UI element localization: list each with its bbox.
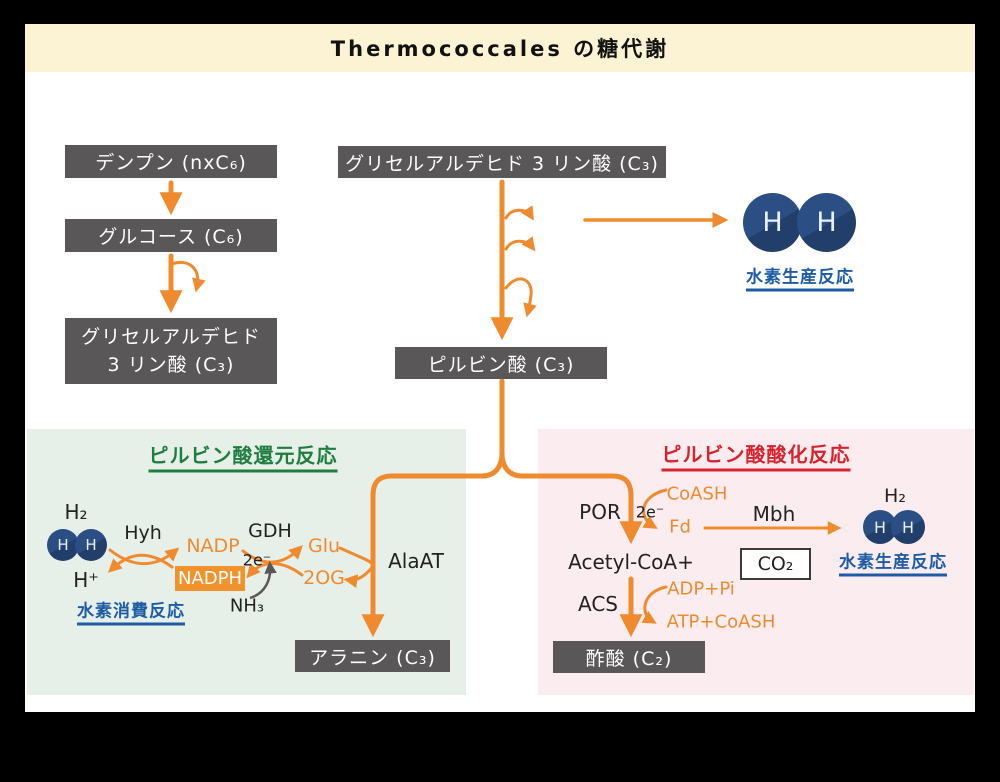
hydrogen-atom-icon: H bbox=[75, 529, 107, 561]
glu-label: Glu bbox=[307, 535, 341, 557]
h2-label-oxidation: H₂ bbox=[884, 485, 906, 507]
h-atom-label: H bbox=[57, 536, 69, 554]
alanine-box: アラニン (C₃) bbox=[295, 640, 450, 672]
hydrogen-consumption-label: 水素消費反応 bbox=[77, 597, 185, 626]
arrow-nh3-in bbox=[249, 561, 277, 600]
h-atom-label: H bbox=[873, 517, 887, 537]
cofactor-arc-3 bbox=[504, 277, 537, 318]
h-atom-label: H bbox=[85, 536, 97, 554]
2og-label: 2OG bbox=[303, 567, 345, 589]
branch-to-alanine bbox=[361, 378, 505, 638]
nh3-label: NH₃ bbox=[229, 595, 265, 617]
hydrogen-atom-icon: H bbox=[47, 529, 79, 561]
h-atom-label: H bbox=[762, 207, 783, 238]
adp-pi-label: ADP+Pi bbox=[667, 578, 735, 600]
curve-adp-to-atp bbox=[641, 585, 668, 624]
glucose-box: グルコース (C₆) bbox=[65, 219, 277, 252]
h-atom-label: H bbox=[816, 207, 837, 238]
gap-box-left: グリセルアルデヒド 3 リン酸 (C₃) bbox=[65, 318, 277, 384]
nadph-chip: NADPH bbox=[175, 566, 245, 591]
co2-label: CO₂ bbox=[757, 553, 794, 575]
mbh-enzyme-label: Mbh bbox=[752, 502, 796, 526]
h2-label-reduction: H₂ bbox=[64, 500, 88, 524]
starch-label: デンプン (nxC₆) bbox=[95, 152, 247, 174]
curve-coash-to-fd bbox=[642, 488, 668, 529]
curve-nadph-to-hplus bbox=[107, 553, 174, 573]
curve-alaat-to-2og bbox=[343, 564, 375, 588]
por-enzyme-label: POR bbox=[579, 500, 621, 524]
title-bar: Thermococcales の糖代謝 bbox=[25, 24, 975, 72]
hydrogen-atom-icon: H bbox=[743, 193, 802, 252]
h-plus-label: H⁺ bbox=[73, 568, 99, 592]
glucose-label: グルコース (C₆) bbox=[98, 226, 244, 248]
hydrogen-atom-icon: H bbox=[891, 510, 925, 544]
acetate-box: 酢酸 (C₂) bbox=[553, 641, 705, 673]
pyruvate-label: ピルビン酸 (C₃) bbox=[427, 353, 575, 376]
gdh-enzyme-label: GDH bbox=[248, 520, 292, 542]
curve-h2-to-nadp bbox=[108, 547, 180, 566]
branch-to-acetylcoa bbox=[499, 450, 643, 545]
alanine-label: アラニン (C₃) bbox=[309, 646, 436, 669]
hydrogen-production-label-oxidation: 水素生産反応 bbox=[839, 548, 947, 577]
curve-glu-to-alaat bbox=[338, 546, 375, 566]
acetyl-coa-label: Acetyl-CoA+ bbox=[568, 550, 694, 574]
page-title: Thermococcales の糖代謝 bbox=[330, 37, 670, 61]
gap-label: グリセルアルデヒド 3 リン酸 (C₃) bbox=[345, 152, 659, 175]
gap-left-line1: グリセルアルデヒド bbox=[81, 326, 261, 348]
fd-label: Fd bbox=[669, 516, 691, 538]
acs-enzyme-label: ACS bbox=[578, 592, 618, 616]
hydrogen-atom-icon: H bbox=[797, 193, 856, 252]
hyh-enzyme-label: Hyh bbox=[124, 522, 162, 544]
two-electron-label-oxidation: 2e⁻ bbox=[635, 502, 665, 522]
atp-coash-label: ATP+CoASH bbox=[666, 611, 776, 633]
h-atom-label: H bbox=[901, 517, 915, 537]
nadp-label: NADP bbox=[186, 535, 240, 557]
cofactor-arc-1 bbox=[504, 205, 534, 221]
oxidation-panel-title: ピルビン酸酸化反応 bbox=[661, 439, 851, 472]
coash-label: CoASH bbox=[666, 483, 728, 505]
pyruvate-box: ピルビン酸 (C₃) bbox=[395, 347, 607, 379]
cofactor-arc-2 bbox=[504, 236, 536, 252]
two-electron-label-reduction: 2e⁻ bbox=[242, 550, 272, 570]
co2-chip: CO₂ bbox=[740, 548, 811, 580]
gap-left-line2: 3 リン酸 (C₃) bbox=[107, 354, 235, 376]
reduction-panel-title: ピルビン酸還元反応 bbox=[148, 440, 338, 473]
gap-box: グリセルアルデヒド 3 リン酸 (C₃) bbox=[338, 146, 666, 178]
nadph-label: NADPH bbox=[177, 568, 243, 589]
cofactor-arc-glucose bbox=[170, 261, 206, 293]
acetate-label: 酢酸 (C₂) bbox=[585, 647, 673, 670]
hydrogen-production-label-top: 水素生産反応 bbox=[746, 263, 854, 292]
alaat-enzyme-label: AlaAT bbox=[388, 549, 444, 573]
starch-box: デンプン (nxC₆) bbox=[65, 145, 277, 178]
